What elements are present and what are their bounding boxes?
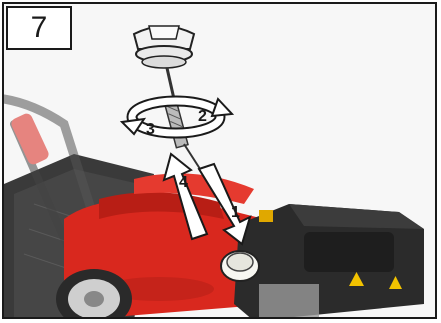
callout-1: 1 xyxy=(231,204,240,221)
instruction-figure-frame: 7 xyxy=(2,2,437,319)
callout-3: 3 xyxy=(146,121,155,138)
oil-filler-cap-icon xyxy=(221,251,259,281)
callout-4: 4 xyxy=(179,174,188,191)
mower-illustration: 1 2 3 4 xyxy=(4,4,437,319)
step-number-box: 7 xyxy=(6,6,72,50)
callout-2: 2 xyxy=(198,108,207,125)
filler-neck xyxy=(259,210,273,222)
step-number: 7 xyxy=(31,11,48,45)
